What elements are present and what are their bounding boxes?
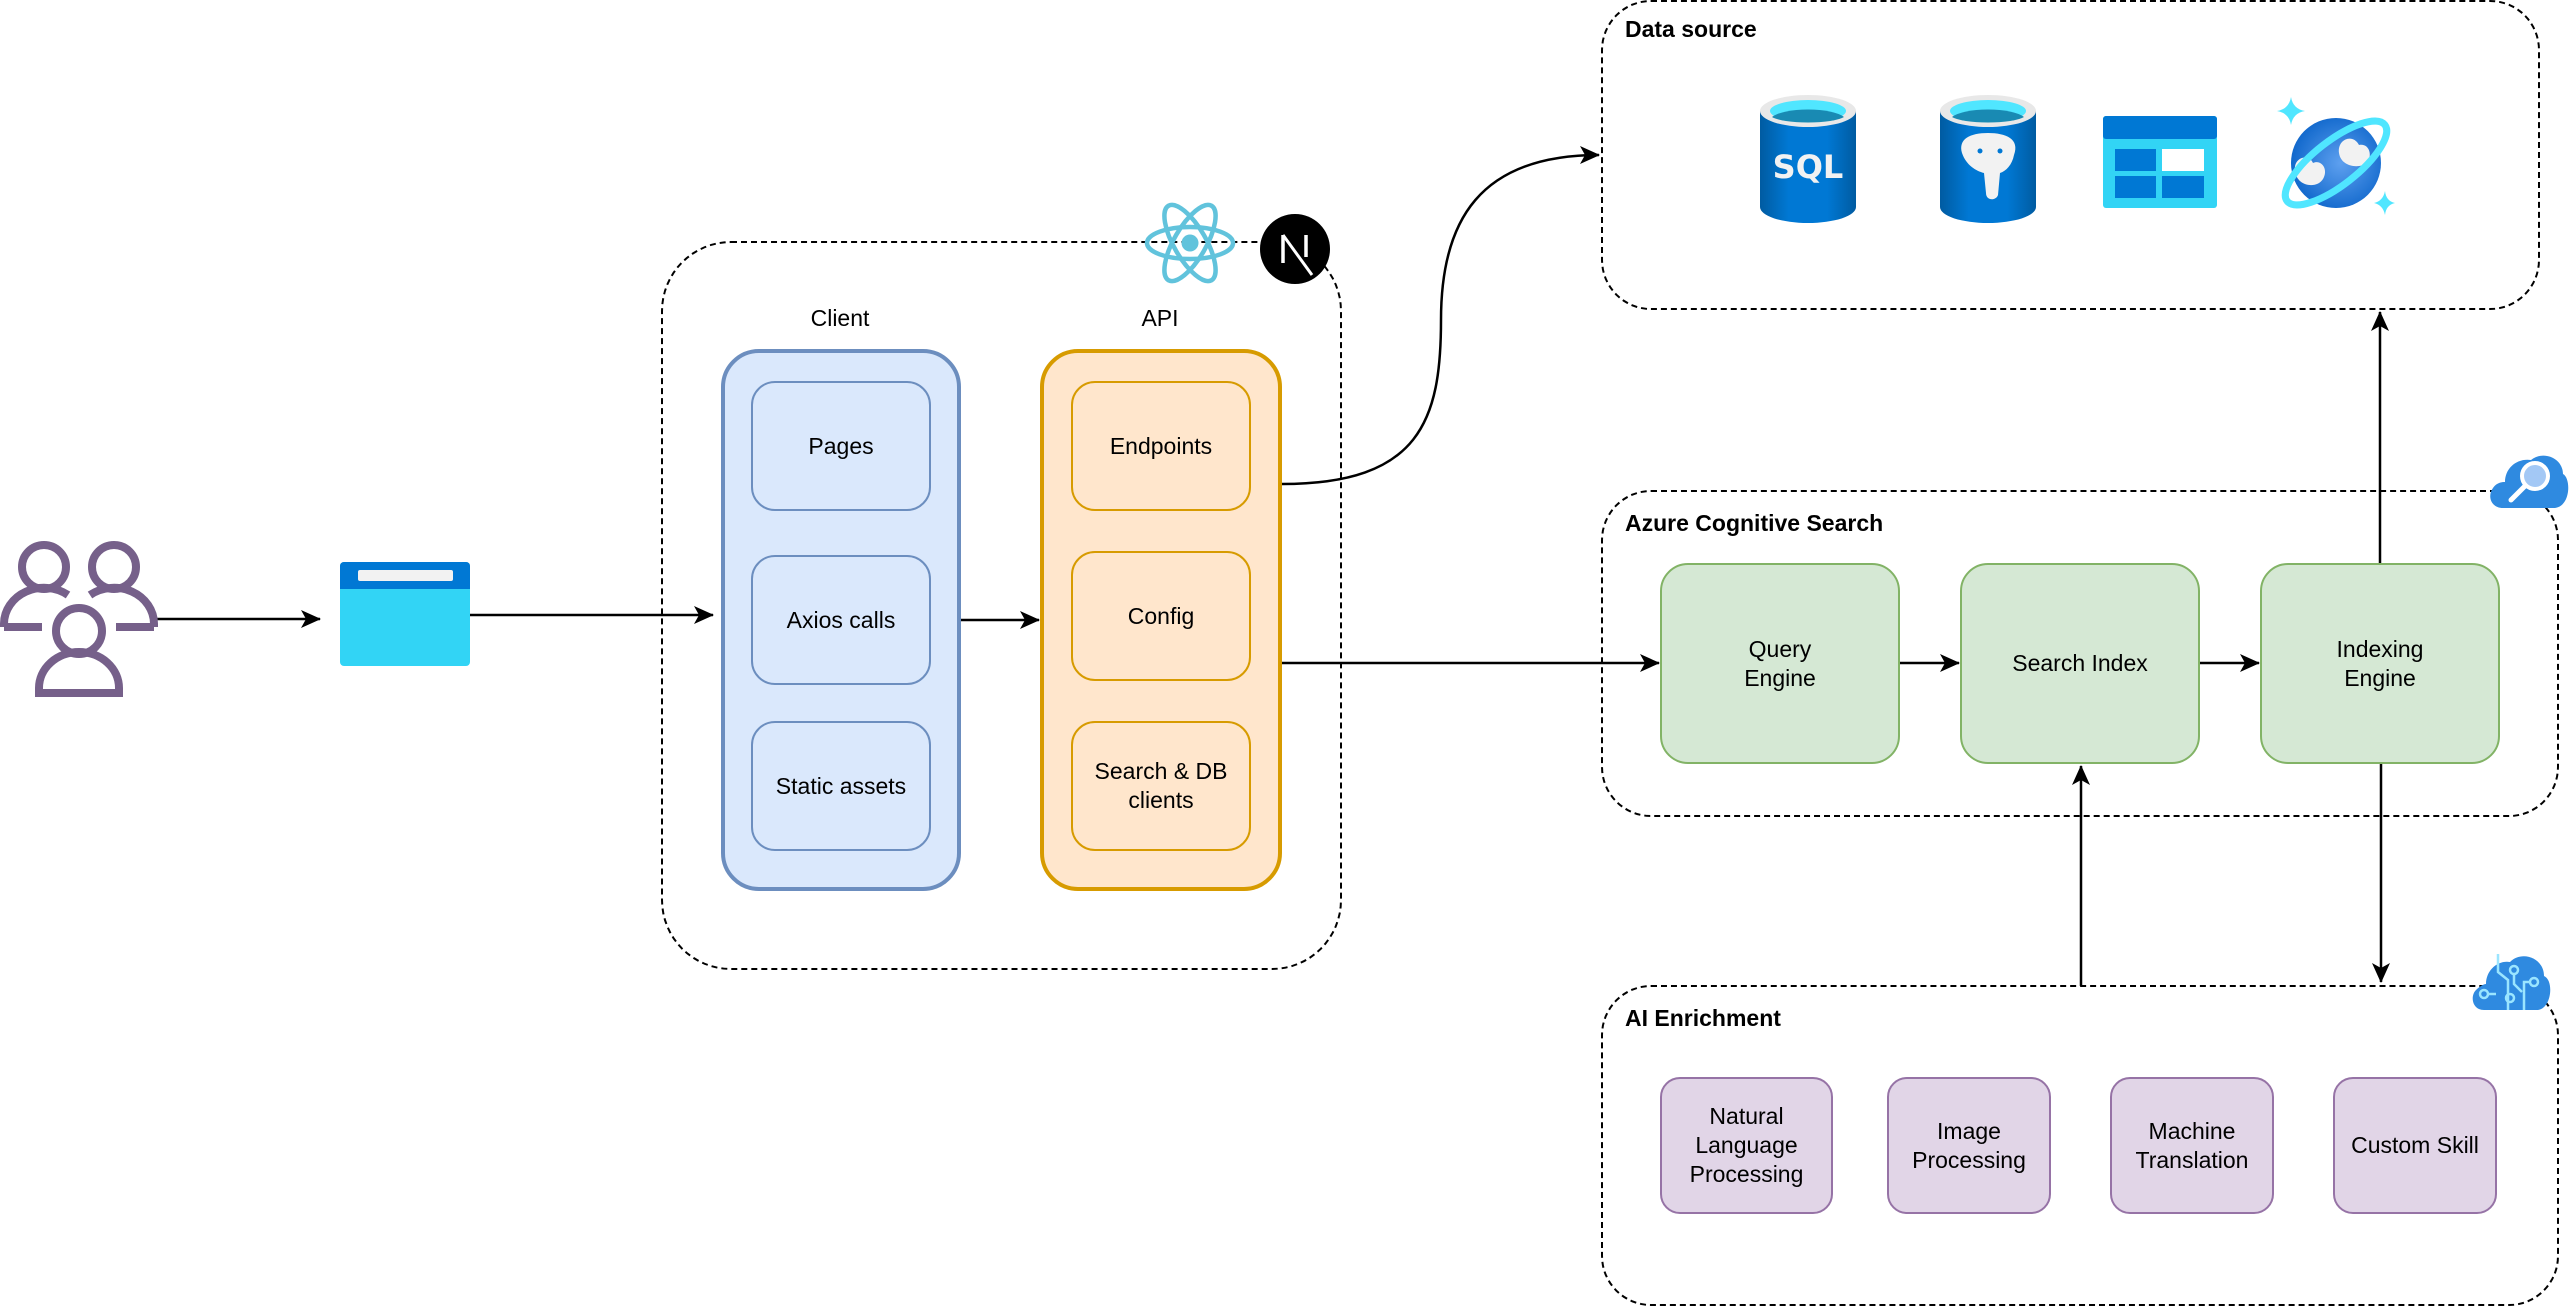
query-engine-box: Query Engine	[1660, 563, 1900, 764]
client-item-axios-calls: Axios calls	[751, 555, 931, 685]
skill-image-processing: Image Processing	[1887, 1077, 2051, 1214]
client-item-pages: Pages	[751, 381, 931, 511]
client-label: Client	[810, 305, 870, 331]
table-storage-icon	[2103, 116, 2217, 208]
ai-enrichment-group: AI Enrichment	[1601, 985, 2559, 1306]
api-item-endpoints: Endpoints	[1071, 381, 1251, 511]
react-logo-icon	[1144, 202, 1236, 284]
cognitive-search-cloud-icon	[2490, 455, 2569, 508]
data-source-title: Data source	[1625, 16, 1757, 42]
api-item-config: Config	[1071, 551, 1251, 681]
nextjs-app-group	[661, 241, 1342, 970]
api-item-search-db-clients: Search & DB clients	[1071, 721, 1251, 851]
ai-enrichment-title: AI Enrichment	[1625, 1005, 1781, 1031]
browser-window-icon	[340, 562, 470, 666]
nextjs-logo-icon	[1260, 214, 1330, 284]
client-item-static-assets: Static assets	[751, 721, 931, 851]
data-source-group: Data source	[1601, 0, 2540, 310]
users-icon	[0, 541, 159, 697]
azure-sql-database-icon: SQL	[1760, 95, 1856, 223]
api-label: API	[1141, 305, 1179, 331]
postgresql-database-icon	[1940, 95, 2036, 223]
skill-machine-translation: Machine Translation	[2110, 1077, 2274, 1214]
cognitive-search-title: Azure Cognitive Search	[1625, 510, 1884, 536]
cognitive-services-cloud-icon	[2472, 954, 2551, 1010]
cosmos-db-icon	[2277, 97, 2395, 215]
skill-custom-skill: Custom Skill	[2333, 1077, 2497, 1214]
skill-natural-language-processing: Natural Language Processing	[1660, 1077, 1833, 1214]
svg-text:SQL: SQL	[1773, 148, 1844, 186]
indexing-engine-box: Indexing Engine	[2260, 563, 2500, 764]
search-index-box: Search Index	[1960, 563, 2200, 764]
